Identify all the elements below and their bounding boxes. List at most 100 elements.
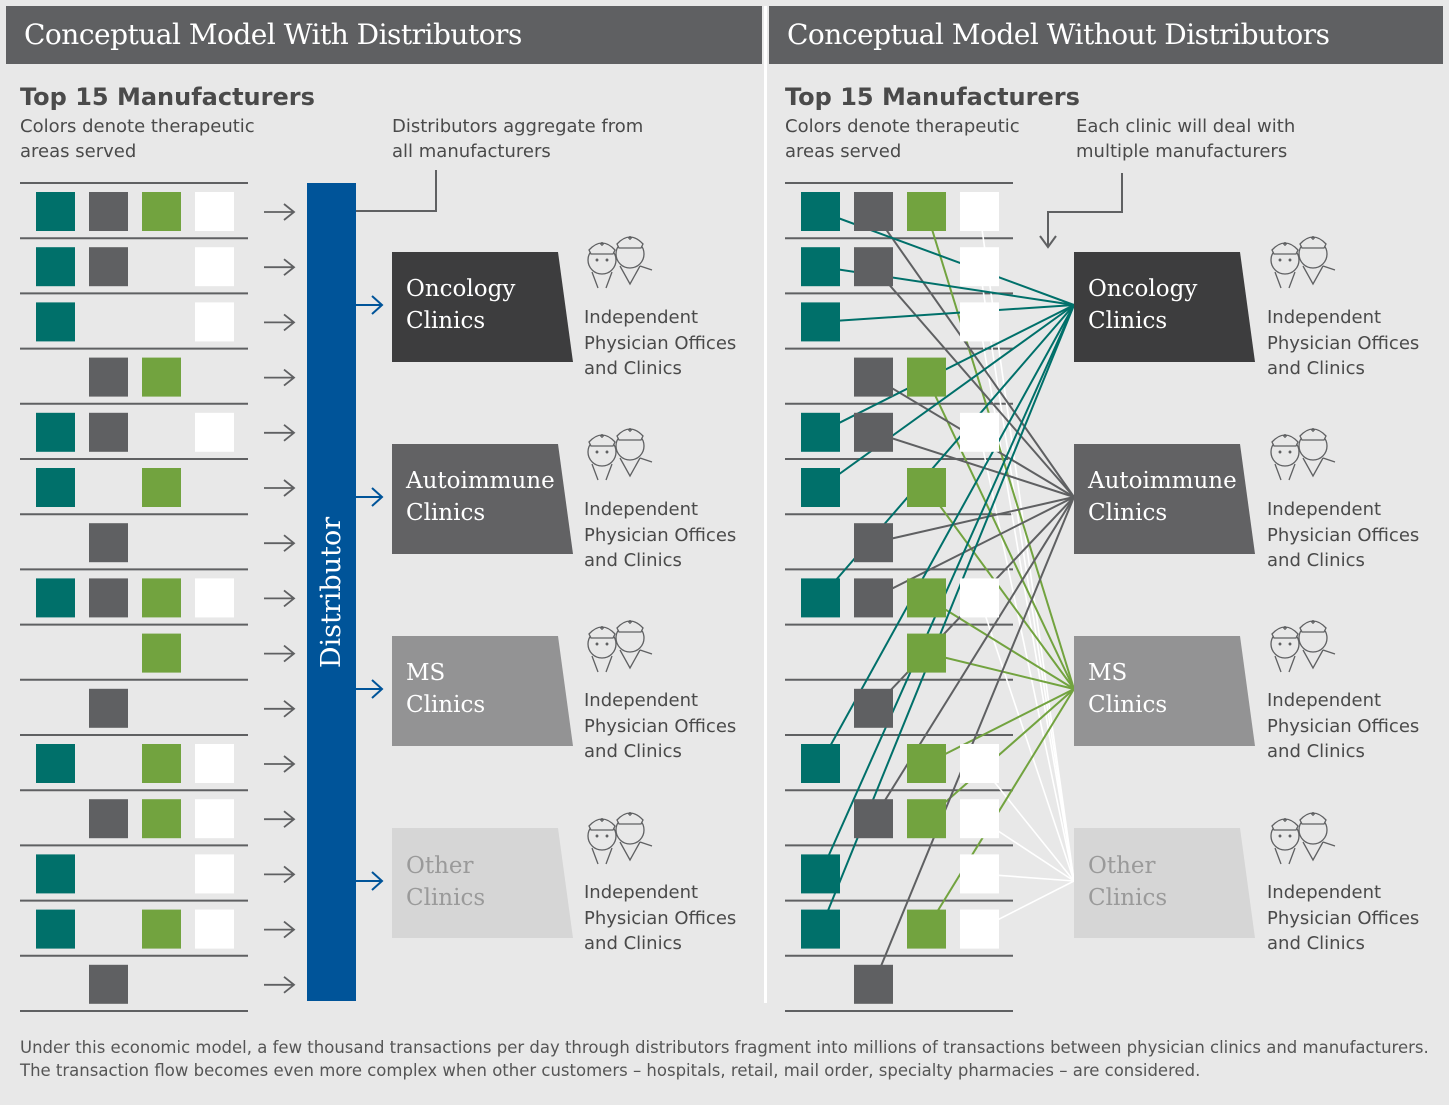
flow-arrow-icon [264,755,296,773]
nurse-cross [628,428,632,432]
manufacturer-square [36,412,75,452]
clinic-label-line2: Clinics [1088,308,1168,334]
nurse-icon [587,236,653,289]
manufacturer-square [801,854,840,894]
manufacturer-square [854,964,893,1004]
nurse-cross [1283,242,1287,246]
flow-arrow-icon [264,258,296,276]
manufacturer-square [907,468,946,507]
manufacturer-square [195,744,234,783]
manufacturer-square [142,909,181,949]
left-callout-line1: Distributors aggregate from [392,116,644,137]
clinic-label-line1: MS [1088,660,1128,686]
manufacturer-square [195,854,234,894]
connection-line [819,304,1075,875]
connection-line [926,688,1075,765]
nurse-icon [1270,428,1336,481]
independent-line2: Physician Offices [584,332,737,354]
independent-line1: Independent [1267,499,1382,520]
left-independent-label-2: Independent Physician Offices and Clinic… [584,497,736,574]
manufacturer-square [854,578,893,618]
manufacturer-square [907,909,946,949]
manufacturer-square [36,192,75,231]
independent-line1: Independent [1267,882,1382,903]
right-title: Top 15 Manufacturers [785,83,1080,111]
nurse-icon [1270,812,1336,865]
nurse-cap [1299,236,1327,249]
manufacturer-square [801,192,840,231]
connection-line [926,652,1075,690]
clinic-label-line1: MS [406,660,446,686]
flow-arrow-icon [264,865,296,884]
left-subtitle-line1: Colors denote therapeutic [20,116,255,137]
nurse-cap [588,434,616,447]
independent-line1: Independent [584,499,699,520]
connection-line [925,486,1075,690]
manufacturer-square [89,578,128,618]
nurse-icon [587,812,653,865]
left-callout-line2: all manufacturers [392,141,551,162]
manufacturer-square [89,799,128,839]
right-independent-label-2: Independent Physician Offices and Clinic… [1267,497,1419,574]
nurse-cap [588,626,616,639]
independent-line3: and Clinics [1267,741,1365,762]
nurse-eye [1278,258,1282,262]
nurse-cap [588,242,616,255]
connection-line [925,597,1075,690]
independent-line3: and Clinics [1267,550,1365,571]
manufacturer-square [907,633,946,673]
flow-arrow-icon [264,920,296,939]
flow-arrow-icon [264,589,296,608]
manufacturer-square [801,578,840,618]
nurse-cross [600,434,604,438]
nurse-body [619,841,653,862]
nurse-body [591,655,613,673]
independent-line2: Physician Offices [584,907,737,929]
manufacturer-square [854,799,893,839]
right-clinic-ms-label: MS Clinics [1088,657,1167,721]
nurse-cap [1271,242,1299,255]
manufacturer-square [907,357,946,397]
nurse-cap [616,428,644,441]
flow-arrow-icon [264,479,296,497]
manufacturer-square [142,799,181,839]
nurse-body [591,847,613,865]
distributor-arrow-icon [356,679,384,699]
nurse-cross [1311,428,1315,432]
nurse-body [1274,847,1296,865]
manufacturer-square [195,909,234,949]
clinic-label-line1: Other [406,853,474,879]
clinic-label-line1: Oncology [406,276,516,302]
nurse-eye [605,642,609,646]
manufacturer-square [960,247,999,287]
nurse-body [619,265,653,286]
manufacturer-square [854,688,893,728]
connection-line [925,211,1075,690]
manufacturer-square [801,247,840,287]
independent-line1: Independent [584,882,699,903]
connection-line [978,432,1075,882]
nurse-eye [1288,450,1292,454]
manufacturer-square [854,523,893,563]
manufacturer-square [907,192,946,231]
nurse-body [1274,271,1296,289]
independent-line1: Independent [584,690,699,711]
independent-line2: Physician Offices [1267,524,1420,546]
nurse-body [1302,265,1336,286]
independent-line2: Physician Offices [1267,715,1420,737]
manufacturer-square [960,854,999,894]
clinic-box [1074,636,1255,746]
nurse-eye [1278,450,1282,454]
distributor-arrow-icon [356,295,384,315]
manufacturer-square [36,247,75,287]
nurse-eye [1288,642,1292,646]
manufacturer-square [195,192,234,231]
left-panel-header: Conceptual Model With Distributors [6,6,762,64]
right-clinic-autoimmune-label: Autoimmune Clinics [1088,465,1237,529]
nurse-cross [600,242,604,246]
left-clinic-ms-label: MS Clinics [406,657,485,721]
right-clinic-oncology-label: Oncology Clinics [1088,273,1197,337]
manufacturer-square [142,468,181,507]
connection-line [819,304,1075,764]
